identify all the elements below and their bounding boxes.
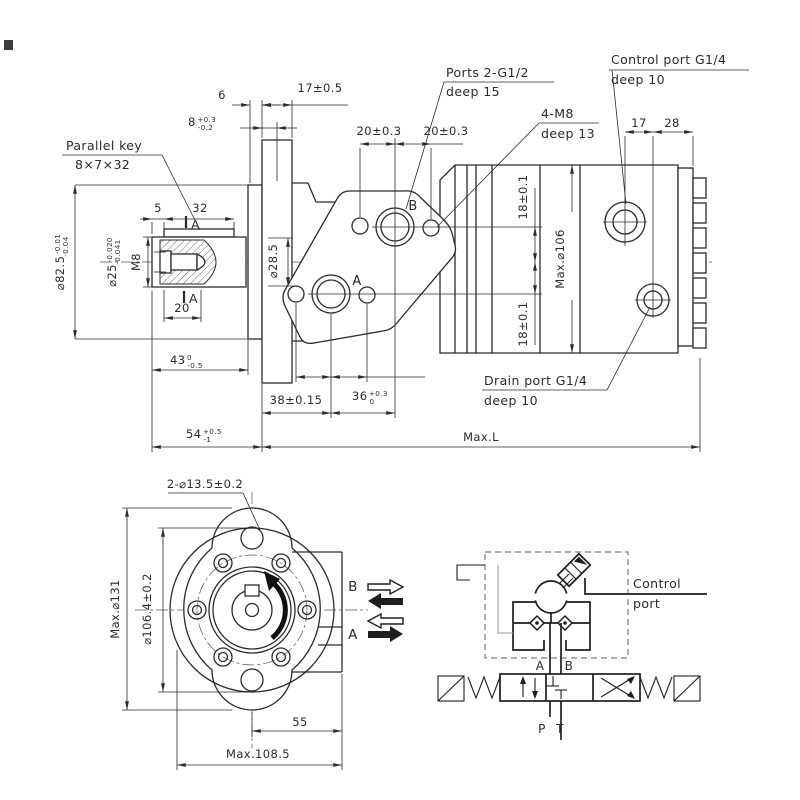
- schematic-port-t: T: [555, 722, 564, 736]
- rear-bolt-heads: [692, 177, 707, 349]
- front-bolts: [187, 553, 317, 667]
- schematic-port-a: A: [536, 659, 545, 673]
- shaft-center-hole: [244, 602, 260, 618]
- section-a-top: A: [191, 217, 200, 232]
- flow-b-label: B: [348, 579, 358, 595]
- front-view: [122, 492, 405, 770]
- side-view-labels: Parallel key 8×7×32 6 17±0.5 8+0.3-0.2 20±0.3…: [53, 52, 726, 444]
- dia-82-5-tol: ⌀82.5-0.01-0.04: [53, 234, 70, 290]
- flow-arrow-a-in: [368, 626, 403, 642]
- side-view: [62, 69, 749, 452]
- flow-arrow-b-out: [367, 578, 405, 596]
- schematic-port-p: P: [538, 722, 546, 736]
- schematic-servo-valve: [556, 552, 592, 588]
- drain-callout-line2: deep 10: [484, 393, 538, 408]
- port-a-bolt-hole-left: [287, 285, 305, 303]
- rear-end-cap: [677, 167, 694, 347]
- schematic-motor-circle: [534, 580, 568, 614]
- dim-38-tol: 38±0.15: [270, 393, 323, 407]
- port-face-plate: [282, 190, 457, 345]
- dim-2-dia-13-5: 2-⌀13.5±0.2: [167, 477, 243, 491]
- schematic-enclosure: [484, 551, 629, 659]
- schematic-check-block: [512, 601, 591, 651]
- mounting-hole-bottom: [240, 668, 264, 692]
- port-a-bolt-hole-right: [358, 286, 376, 304]
- dim-18-upper: 18±0.1: [516, 175, 530, 220]
- front-view-dimensions: [122, 492, 343, 770]
- schematic-control-line: [584, 578, 707, 595]
- dim-28-rear: 28: [664, 116, 679, 130]
- ports-callout-line2: deep 15: [446, 84, 500, 99]
- port-b-bolt-hole-right: [422, 219, 440, 237]
- dim-max-dia-131: Max.⌀131: [108, 579, 122, 639]
- dim-8-tol: 8+0.3-0.2: [188, 115, 216, 132]
- dim-max-l: Max.L: [463, 430, 499, 444]
- hydraulic-schematic: [437, 551, 707, 740]
- artifact-mark: [4, 40, 13, 50]
- rotation-arrow: [264, 571, 288, 640]
- oval-flange: [183, 507, 321, 711]
- port-a-label: A: [352, 274, 361, 289]
- flow-arrows: [366, 578, 405, 642]
- tapped-hole-thread: [170, 253, 198, 271]
- dia-28-5: ⌀28.5: [266, 244, 280, 279]
- section-a-bottom: A: [189, 291, 198, 306]
- side-port-boss: [292, 551, 343, 673]
- m8-thread-label: M8: [129, 253, 143, 271]
- dim-54-tol: 54+0.5-1: [186, 427, 222, 444]
- schematic-drain-line: [456, 564, 513, 634]
- tapped-hole-counterbore: [159, 250, 172, 274]
- dim-dia-106-4: ⌀106.4±0.2: [140, 573, 154, 645]
- flow-a-label: A: [348, 627, 358, 643]
- control-port-callout-line2: deep 10: [611, 72, 665, 87]
- ports-callout-line1: Ports 2-G1/2: [446, 65, 529, 80]
- dia-25-tol: ⌀25-0.020-0.041: [105, 237, 122, 287]
- side-view-leaders: [62, 69, 749, 391]
- schematic-control-port-line1: Control: [633, 576, 681, 591]
- schematic-control-port-line2: port: [633, 596, 660, 611]
- dim-20-top-left: 20±0.3: [357, 124, 402, 138]
- parallel-key-label-line1: Parallel key: [66, 138, 142, 153]
- mounting-hole-top: [240, 526, 264, 550]
- dim-32: 32: [192, 201, 207, 215]
- hub-circle-inner: [212, 570, 292, 650]
- drain-callout-line1: Drain port G1/4: [484, 373, 587, 388]
- dim-55: 55: [292, 715, 307, 729]
- bolt-circle: [196, 554, 308, 666]
- flow-arrow-a-out: [366, 612, 404, 630]
- schematic-directional-valve: [437, 673, 701, 702]
- dim-20-keyway: 20: [174, 301, 189, 315]
- bolt-callout-line2: deep 13: [541, 126, 595, 141]
- bolt-callout-line1: 4-M8: [541, 106, 574, 121]
- dim-max-108-5: Max.108.5: [226, 747, 290, 761]
- servo-link-1: [559, 573, 570, 584]
- dim-17-tol: 17±0.5: [298, 81, 343, 95]
- schematic-port-b: B: [565, 659, 574, 673]
- hub-circle-outer: [208, 566, 296, 654]
- dim-20-top-right: 20±0.3: [424, 124, 469, 138]
- dim-max-dia-106: Max.⌀106: [553, 229, 567, 289]
- dim-17-rear: 17: [631, 116, 646, 130]
- side-view-dimensions: [73, 100, 701, 452]
- dim-18-lower: 18±0.1: [516, 302, 530, 347]
- keyway-slot: [244, 584, 260, 597]
- servo-link-2: [563, 577, 574, 588]
- flange-spigot-boss: [247, 184, 263, 340]
- flow-arrow-b-in: [368, 593, 403, 609]
- control-port-callout-line1: Control port G1/4: [611, 52, 726, 67]
- port-b-label: B: [408, 199, 417, 214]
- dim-6: 6: [218, 88, 226, 102]
- parallel-key-label-line2: 8×7×32: [75, 157, 130, 172]
- dim-5: 5: [154, 201, 162, 215]
- tapped-hole-nose: [196, 252, 206, 272]
- port-b-bolt-hole-left: [351, 217, 369, 235]
